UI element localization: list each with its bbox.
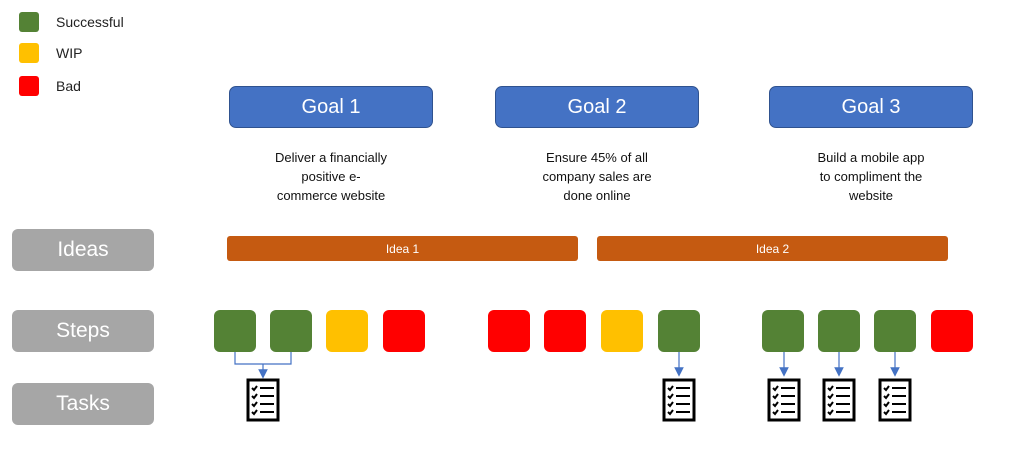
idea-1-bar: Idea 1 xyxy=(227,236,578,261)
legend-swatch-bad xyxy=(19,76,39,96)
step-11 xyxy=(874,310,916,352)
legend-swatch-successful xyxy=(19,12,39,32)
legend-label-wip: WIP xyxy=(56,45,83,61)
goal-3-description: Build a mobile app to compliment the web… xyxy=(817,150,925,203)
checklist-icon xyxy=(767,378,801,422)
step-5 xyxy=(488,310,530,352)
checklist-icon xyxy=(662,378,696,422)
step-12 xyxy=(931,310,973,352)
goal-2-box: Goal 2 xyxy=(495,86,699,128)
step-2 xyxy=(270,310,312,352)
step-1 xyxy=(214,310,256,352)
checklist-icon xyxy=(822,378,856,422)
legend-label-successful: Successful xyxy=(56,14,124,30)
step-6 xyxy=(544,310,586,352)
idea-2-bar: Idea 2 xyxy=(597,236,948,261)
step-10 xyxy=(818,310,860,352)
checklist-icon xyxy=(878,378,912,422)
goal-2-description: Ensure 45% of all company sales are done… xyxy=(542,150,652,203)
step-9 xyxy=(762,310,804,352)
step-8 xyxy=(658,310,700,352)
legend-label-bad: Bad xyxy=(56,78,81,94)
goal-3-box: Goal 3 xyxy=(769,86,973,128)
row-label-ideas: Ideas xyxy=(12,229,154,271)
row-label-steps: Steps xyxy=(12,310,154,352)
row-label-tasks: Tasks xyxy=(12,383,154,425)
step-4 xyxy=(383,310,425,352)
checklist-icon xyxy=(246,378,280,422)
connector-step1-2 xyxy=(234,352,292,365)
legend-swatch-wip xyxy=(19,43,39,63)
step-7 xyxy=(601,310,643,352)
goal-1-box: Goal 1 xyxy=(229,86,433,128)
goal-1-description: Deliver a financially positive e- commer… xyxy=(275,150,387,203)
step-3 xyxy=(326,310,368,352)
